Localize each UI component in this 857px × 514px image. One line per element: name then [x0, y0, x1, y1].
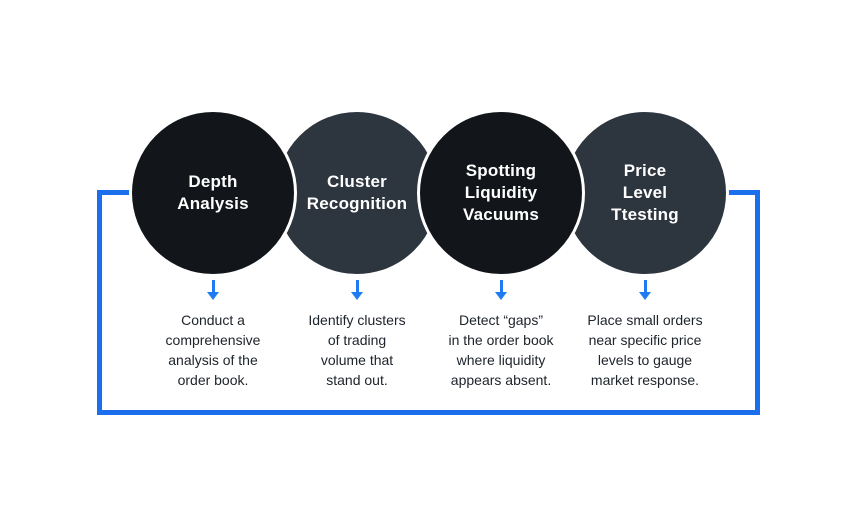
step-description: Place small orders near specific price l… — [587, 312, 703, 388]
step-title: Spotting Liquidity Vacuums — [462, 161, 540, 224]
arrow-head — [495, 292, 507, 300]
step-description: Identify clusters of trading volume that… — [308, 312, 406, 388]
arrow-stem — [499, 280, 503, 292]
step-title: Price Level Ttesting — [611, 161, 679, 224]
arrow-head — [207, 292, 219, 300]
down-arrow-icon — [495, 280, 507, 300]
step-circle: Depth Analysis — [129, 109, 297, 277]
step-title: Cluster Recognition — [306, 172, 408, 213]
step-circle: Price Level Ttesting — [561, 109, 729, 277]
down-arrow-icon — [207, 280, 219, 300]
step-depth-analysis: Depth Analysis Conduct a comprehensive a… — [129, 109, 297, 390]
step-circle: Cluster Recognition — [273, 109, 441, 277]
down-arrow-icon — [639, 280, 651, 300]
arrow-stem — [355, 280, 359, 292]
step-cluster-recognition: Cluster Recognition Identify clusters of… — [273, 109, 441, 390]
step-circle: Spotting Liquidity Vacuums — [417, 109, 585, 277]
step-description: Detect “gaps” in the order book where li… — [448, 312, 554, 388]
arrow-head — [639, 292, 651, 300]
arrow-stem — [643, 280, 647, 292]
step-description: Conduct a comprehensive analysis of the … — [165, 312, 261, 388]
step-title: Depth Analysis — [177, 172, 249, 213]
arrow-head — [351, 292, 363, 300]
step-spotting-liquidity-vacuums: Spotting Liquidity Vacuums Detect “gaps”… — [417, 109, 585, 390]
step-price-level-testing: Price Level Ttesting Place small orders … — [561, 109, 729, 390]
arrow-stem — [211, 280, 215, 292]
down-arrow-icon — [351, 280, 363, 300]
